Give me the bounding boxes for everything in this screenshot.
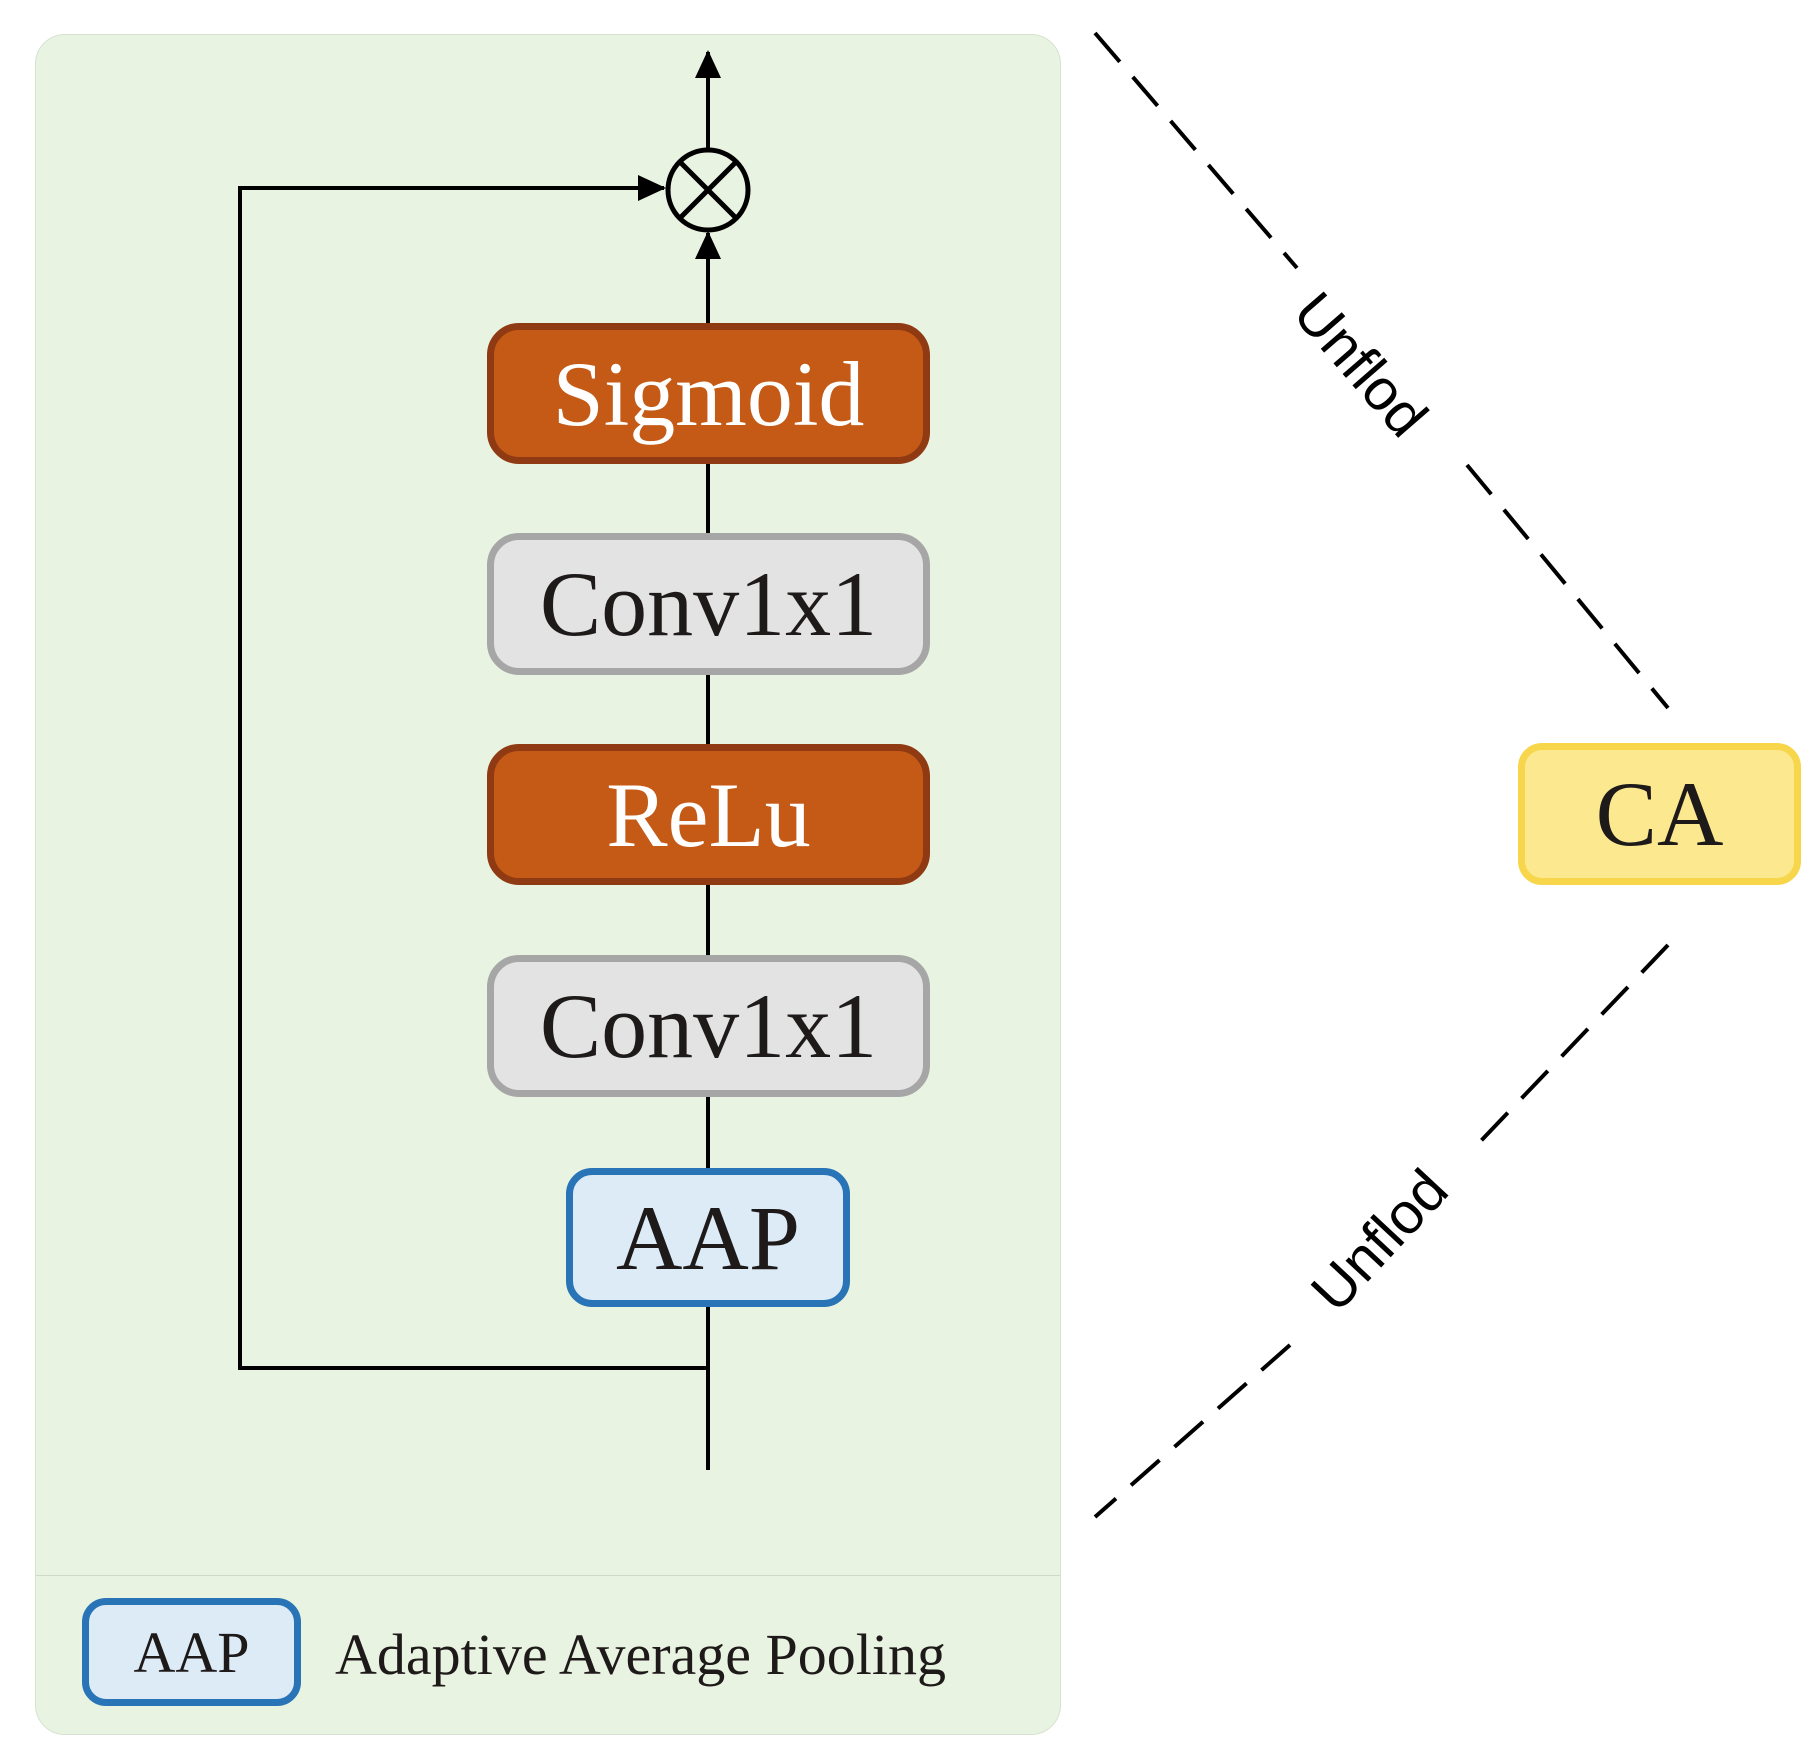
legend-aap-description: Adaptive Average Pooling [335,1622,947,1687]
unfold-lower-line-b [1093,1343,1292,1519]
multiply-operator-icon [665,147,751,233]
sigmoid-block: Sigmoid [487,323,930,464]
legend-divider [36,1575,1060,1576]
ca-block: CA [1518,743,1801,885]
skip-connection-arrow [238,175,708,1370]
unfold-upper-line-a [1093,31,1299,270]
legend-aap-swatch: AAP [82,1598,301,1706]
unfold-lower-line-a [1475,943,1670,1147]
aap-block: AAP [566,1168,850,1307]
relu-block: ReLu [487,744,930,885]
conv1x1-top-block: Conv1x1 [487,533,930,675]
conv1x1-bottom-block: Conv1x1 [487,955,930,1097]
unfold-upper-line-b [1465,463,1670,710]
